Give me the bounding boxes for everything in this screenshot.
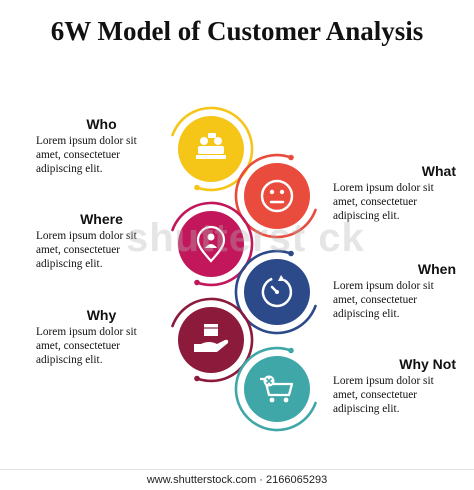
- neutral-face-icon: [260, 179, 294, 213]
- arc-end-when: [288, 250, 294, 257]
- text-why: Lorem ipsum dolor sit amet, consectetuer…: [36, 326, 137, 366]
- location-person-icon: [196, 225, 226, 263]
- heading-what: What: [421, 163, 456, 179]
- heading-whynot: Why Not: [399, 356, 456, 372]
- arc-end-where: [194, 279, 200, 286]
- heading-when: When: [417, 261, 456, 277]
- text-when: Lorem ipsum dolor sit amet, consectetuer…: [333, 280, 434, 320]
- footer-credit: www.shutterstock.com · 2166065293: [0, 469, 474, 490]
- text-whynot: Lorem ipsum dolor sit amet, consectetuer…: [333, 375, 434, 415]
- arc-end-who: [194, 184, 200, 191]
- block-when: When Lorem ipsum dolor sit amet, consect…: [333, 261, 458, 321]
- block-why: Why Lorem ipsum dolor sit amet, consecte…: [36, 307, 161, 367]
- arc-where: [171, 201, 254, 287]
- circle-whynot: [244, 356, 310, 422]
- block-where: Where Lorem ipsum dolor sit amet, consec…: [36, 211, 161, 271]
- watermark: shutterst ck: [126, 216, 365, 260]
- text-what: Lorem ipsum dolor sit amet, consectetuer…: [333, 182, 434, 222]
- circle-what: [244, 163, 310, 229]
- block-who: Who Lorem ipsum dolor sit amet, consecte…: [36, 116, 161, 176]
- heading-where: Where: [80, 211, 123, 227]
- arc-why: [171, 297, 254, 383]
- arc-end-what: [288, 154, 294, 161]
- arc-end-why: [194, 375, 200, 382]
- cart-cancel-icon: [260, 375, 294, 403]
- arc-end-whynot: [288, 347, 294, 354]
- arc-who: [171, 106, 254, 192]
- block-whynot: Why Not Lorem ipsum dolor sit amet, cons…: [333, 356, 458, 416]
- text-who: Lorem ipsum dolor sit amet, consectetuer…: [36, 135, 137, 175]
- timer-icon: [261, 275, 293, 308]
- people-meeting-icon: [196, 133, 226, 159]
- heading-why: Why: [86, 307, 117, 323]
- heading-who: Who: [86, 116, 117, 132]
- text-where: Lorem ipsum dolor sit amet, consectetuer…: [36, 230, 137, 270]
- page-title: 6W Model of Customer Analysis: [50, 16, 424, 46]
- hand-box-icon: [194, 324, 229, 352]
- circle-why: [178, 307, 244, 373]
- arc-whynot: [234, 346, 317, 432]
- block-what: What Lorem ipsum dolor sit amet, consect…: [333, 163, 458, 223]
